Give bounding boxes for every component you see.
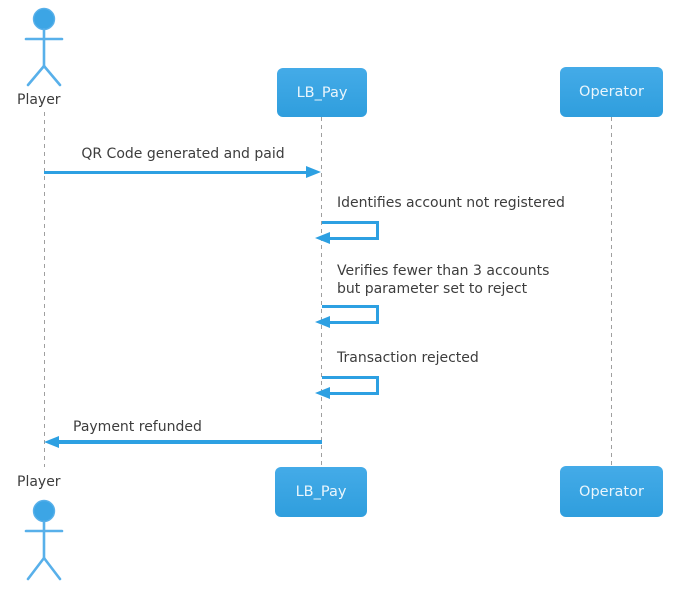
message-refunded-line bbox=[58, 440, 322, 444]
lifeline-player bbox=[43, 112, 45, 467]
participant-operator-top-label: Operator bbox=[579, 84, 644, 100]
self-message-rejected-arrowhead-icon bbox=[315, 387, 330, 399]
player-actor-icon bbox=[24, 7, 64, 87]
participant-lbpay-bottom-label: LB_Pay bbox=[295, 484, 347, 500]
participant-operator-bottom-label: Operator bbox=[579, 483, 644, 500]
self-message-verifies-label: Verifies fewer than 3 accounts but param… bbox=[337, 263, 550, 297]
self-message-rejected-loop bbox=[322, 376, 379, 395]
player-actor-bottom-icon bbox=[24, 499, 64, 581]
lifeline-operator bbox=[611, 117, 613, 466]
player-label-bottom: Player bbox=[17, 474, 61, 490]
self-message-verifies-arrowhead-icon bbox=[315, 315, 330, 328]
participant-lbpay-top-label: LB_Pay bbox=[296, 84, 348, 101]
self-message-verifies-loop bbox=[322, 304, 379, 324]
message-refunded-label: Payment refunded bbox=[73, 419, 202, 435]
message-refunded-arrowhead-icon bbox=[44, 435, 59, 448]
player-label-top: Player bbox=[17, 92, 61, 108]
message-qr-code-label: QR Code generated and paid bbox=[81, 146, 285, 162]
participant-lbpay-bottom: LB_Pay bbox=[275, 467, 367, 517]
self-message-identifies-arrowhead-icon bbox=[315, 231, 330, 244]
self-message-identifies-label: Identifies account not registered bbox=[337, 195, 565, 211]
self-message-rejected-label: Transaction rejected bbox=[337, 350, 479, 366]
participant-operator-bottom: Operator bbox=[560, 466, 663, 517]
lifeline-lbpay bbox=[321, 117, 323, 467]
message-qr-code-line bbox=[44, 170, 306, 174]
participant-lbpay-top: LB_Pay bbox=[277, 68, 367, 117]
self-message-identifies-loop bbox=[322, 220, 379, 240]
message-qr-code-arrowhead-icon bbox=[306, 165, 321, 178]
participant-operator-top: Operator bbox=[560, 67, 663, 117]
